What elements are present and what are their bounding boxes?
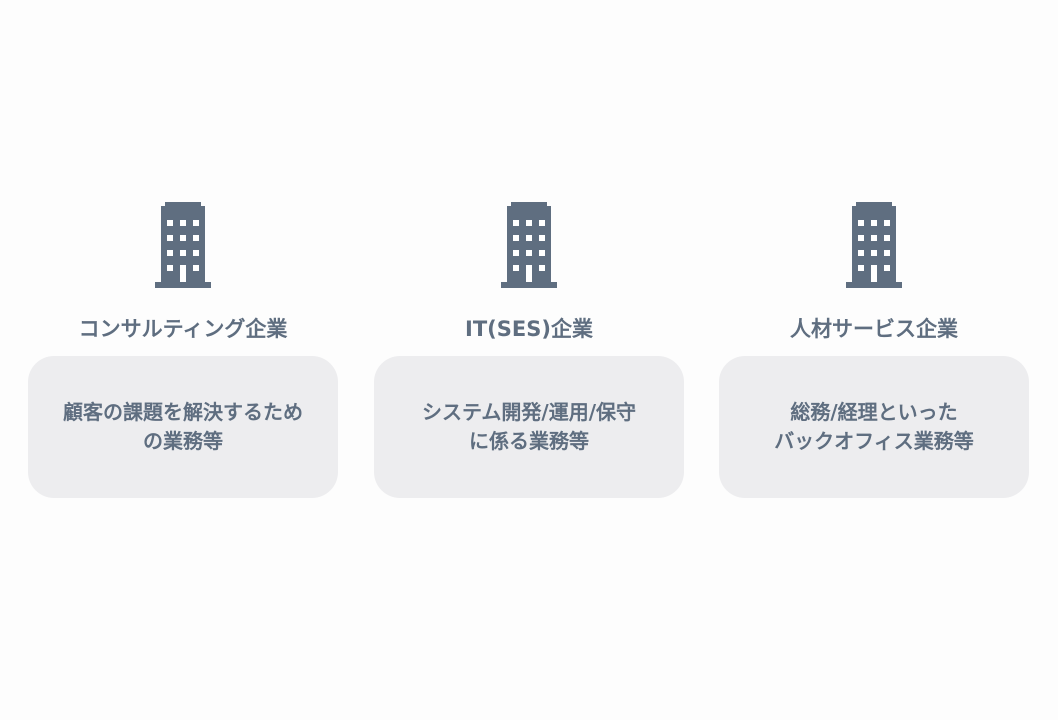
company-type-label: コンサルティング企業 xyxy=(78,317,288,341)
description-box: 総務/経理といった バックオフィス業務等 xyxy=(719,356,1029,498)
description-line: に係る業務等 xyxy=(469,429,589,453)
description-line: 顧客の課題を解決するため xyxy=(63,400,303,424)
building-icon xyxy=(501,202,557,288)
description-line: バックオフィス業務等 xyxy=(774,429,974,453)
building-icon xyxy=(155,202,211,288)
description-line: システム開発/運用/保守 xyxy=(421,400,636,424)
description-box: 顧客の課題を解決するため の業務等 xyxy=(28,356,338,498)
company-column-it-ses: IT(SES)企業 システム開発/運用/保守 に係る業務等 xyxy=(374,200,684,498)
description-box: システム開発/運用/保守 に係る業務等 xyxy=(374,356,684,498)
company-column-consulting: コンサルティング企業 顧客の課題を解決するため の業務等 xyxy=(28,200,338,498)
company-column-staffing: 人材サービス企業 総務/経理といった バックオフィス業務等 xyxy=(719,200,1029,498)
building-icon xyxy=(846,202,902,288)
company-type-label: IT(SES)企業 xyxy=(465,317,593,341)
description-line: 総務/経理といった xyxy=(790,400,958,424)
description-line: の業務等 xyxy=(143,429,223,453)
company-type-label: 人材サービス企業 xyxy=(790,317,958,341)
